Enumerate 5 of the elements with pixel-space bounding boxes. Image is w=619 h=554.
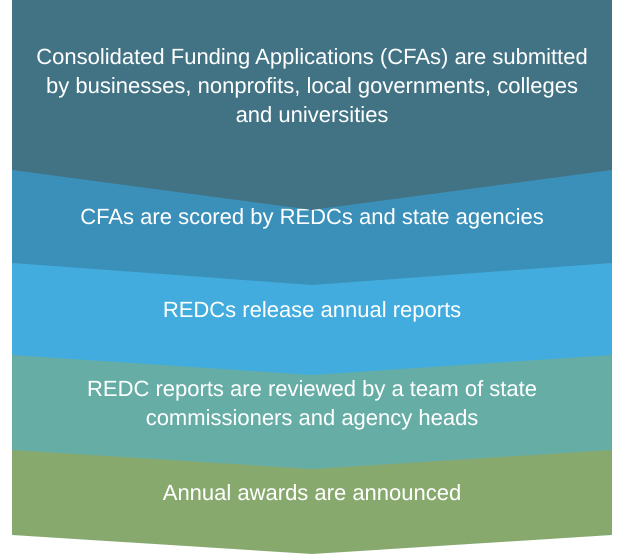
step-text: Annual awards are announced — [162, 479, 462, 507]
step-text: CFAs are scored by REDCs and state agencies — [80, 203, 544, 231]
step-text: REDC reports are reviewed by a team of state commissioners and agency heads — [86, 374, 538, 432]
step-text: REDCs release annual reports — [162, 296, 462, 324]
step-text: Consolidated Funding Applications (CFAs) are submitted by businesses, nonprofits, local governments, colleges and universities — [35, 42, 589, 128]
